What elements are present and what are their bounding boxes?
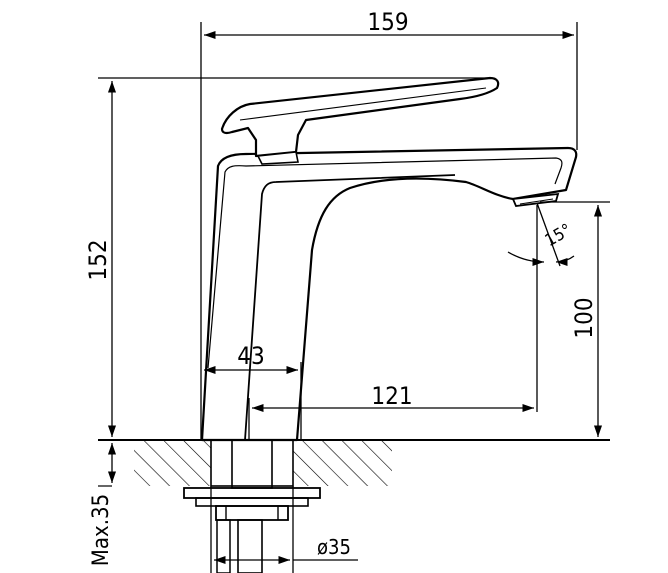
stud-rod bbox=[216, 519, 231, 573]
dimension-height: 152 bbox=[84, 77, 488, 437]
mounting-hole bbox=[210, 439, 294, 487]
flexible-hose-braided bbox=[237, 519, 263, 573]
dimension-max-thickness: Max.35 bbox=[89, 443, 117, 566]
mounting-hardware bbox=[183, 439, 321, 573]
dimension-spout-reach-label: 121 bbox=[371, 382, 412, 410]
fixing-nut bbox=[215, 505, 289, 521]
dimension-spout-reach: 121 bbox=[248, 205, 538, 440]
lever-outline bbox=[220, 76, 500, 158]
mounting-plate bbox=[195, 497, 309, 507]
dimension-angle-label: 15° bbox=[542, 220, 575, 251]
dimension-hole-diameter: ø35 bbox=[210, 486, 358, 573]
threaded-shank bbox=[231, 439, 273, 489]
faucet-lever-handle bbox=[220, 76, 500, 165]
lever-cartridge-cap bbox=[256, 151, 299, 165]
faucet-front-edge bbox=[244, 174, 456, 441]
dimension-max-thickness-label: Max.35 bbox=[89, 494, 114, 566]
dimension-width-label: 159 bbox=[367, 8, 408, 36]
countertop-hatch-left bbox=[134, 440, 211, 486]
horseshoe-washer bbox=[183, 487, 321, 499]
dimension-spout-height-label: 100 bbox=[570, 297, 598, 338]
dimension-spout-height: 100 bbox=[540, 201, 610, 437]
dimension-base-width-label: 43 bbox=[237, 342, 264, 370]
dimension-base-width: 43 bbox=[204, 342, 302, 440]
dimension-height-label: 152 bbox=[84, 239, 112, 280]
dimension-width: 159 bbox=[200, 8, 578, 440]
countertop-section bbox=[98, 439, 610, 487]
dimension-hole-diameter-label: ø35 bbox=[317, 535, 351, 559]
countertop-hatch-right bbox=[293, 440, 392, 486]
dimension-angle: 15° bbox=[507, 202, 575, 267]
faucet-body-highlight bbox=[207, 157, 563, 369]
